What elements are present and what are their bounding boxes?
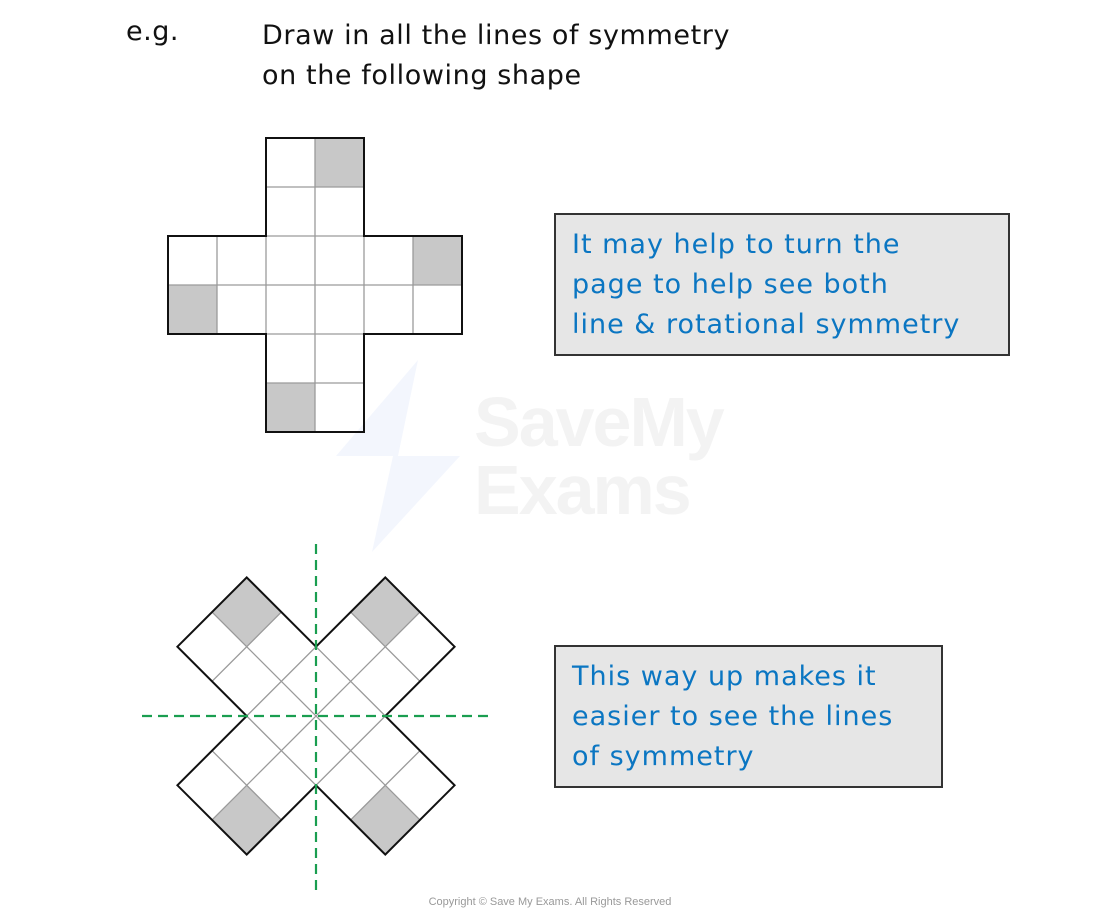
question-line-1: Draw in all the lines of symmetry [262,20,731,51]
question-line-2: on the following shape [262,60,582,91]
tip-2-line-2: easier to see the lines [572,701,894,732]
example-label: e.g. [126,16,179,47]
watermark-line-2: Exams [474,451,692,529]
watermark: SaveMy Exams [474,383,725,529]
watermark-line-1: SaveMy [474,383,725,461]
tip-1-line-2: page to help see both [572,269,889,300]
tip-box-turn-page: It may help to turn the page to help see… [554,213,1010,356]
tip-1-line-3: line & rotational symmetry [572,309,961,340]
upright-cross-shape [167,137,463,433]
tip-box-this-way-up: This way up makes it easier to see the l… [554,645,943,788]
question-prompt: Draw in all the lines of symmetry on the… [262,16,730,96]
tip-1-line-1: It may help to turn the [572,229,901,260]
tip-2-line-3: of symmetry [572,741,755,772]
copyright-footer: Copyright © Save My Exams. All Rights Re… [428,896,672,908]
symmetry-lines [142,544,490,890]
tip-2-line-1: This way up makes it [572,661,877,692]
